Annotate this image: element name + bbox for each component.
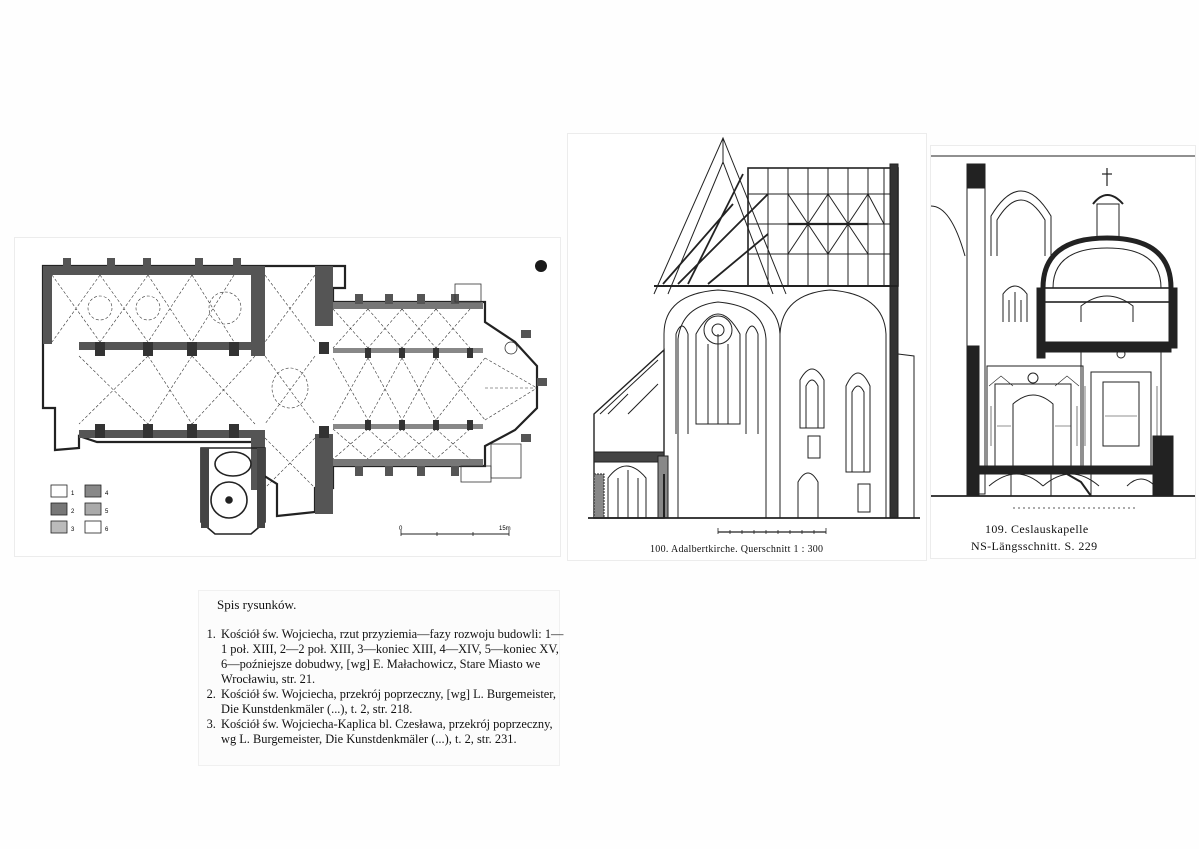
legend-label-4: 4: [105, 491, 109, 497]
svg-text:0: 0: [399, 526, 403, 532]
legend-label-6: 6: [105, 527, 109, 533]
chapel-caption-line2: NS-Längsschnitt. S. 229: [971, 539, 1098, 553]
cross-section-caption: 100. Adalbertkirche. Querschnitt 1 : 300: [650, 544, 824, 555]
chapel-section-figure: 109. Ceslauskapelle NS-Längsschnitt. S. …: [930, 145, 1196, 559]
legend-label-2: 2: [71, 509, 75, 515]
legend-label-1: 1: [71, 491, 75, 497]
chapel-caption-line1: 109. Ceslauskapelle: [985, 522, 1089, 536]
cross-section-drawing: [588, 136, 920, 534]
phase-legend: 1 4 2 5 3 6: [50, 484, 109, 534]
ground-plan-drawing: 1 4 2 5 3 6 0 15m: [41, 258, 547, 536]
figure-list-items: Kościół św. Wojciecha, rzut przyziemia—f…: [203, 627, 565, 747]
cross-section-figure: 100. Adalbertkirche. Querschnitt 1 : 300: [567, 133, 927, 561]
plan-scale-bar: 0 15m: [399, 526, 511, 536]
figure-list-item: Kościół św. Wojciecha, przekrój poprzecz…: [219, 687, 565, 717]
ink-mark-icon: [535, 260, 547, 272]
figure-list-title: Spis rysunków.: [217, 597, 297, 612]
figure-list-item: Kościół św. Wojciecha-Kaplica bl. Czesła…: [219, 717, 565, 747]
ground-plan-figure: 1 4 2 5 3 6 0 15m: [14, 237, 561, 557]
svg-text:15m: 15m: [499, 526, 511, 532]
figure-list: Spis rysunków. Kościół św. Wojciecha, rz…: [198, 590, 563, 766]
section-scale-bar: [717, 528, 827, 534]
chapel-section-drawing: [931, 155, 1195, 509]
legend-label-5: 5: [105, 509, 109, 515]
legend-label-3: 3: [71, 527, 75, 533]
figure-list-item: Kościół św. Wojciecha, rzut przyziemia—f…: [219, 627, 565, 687]
